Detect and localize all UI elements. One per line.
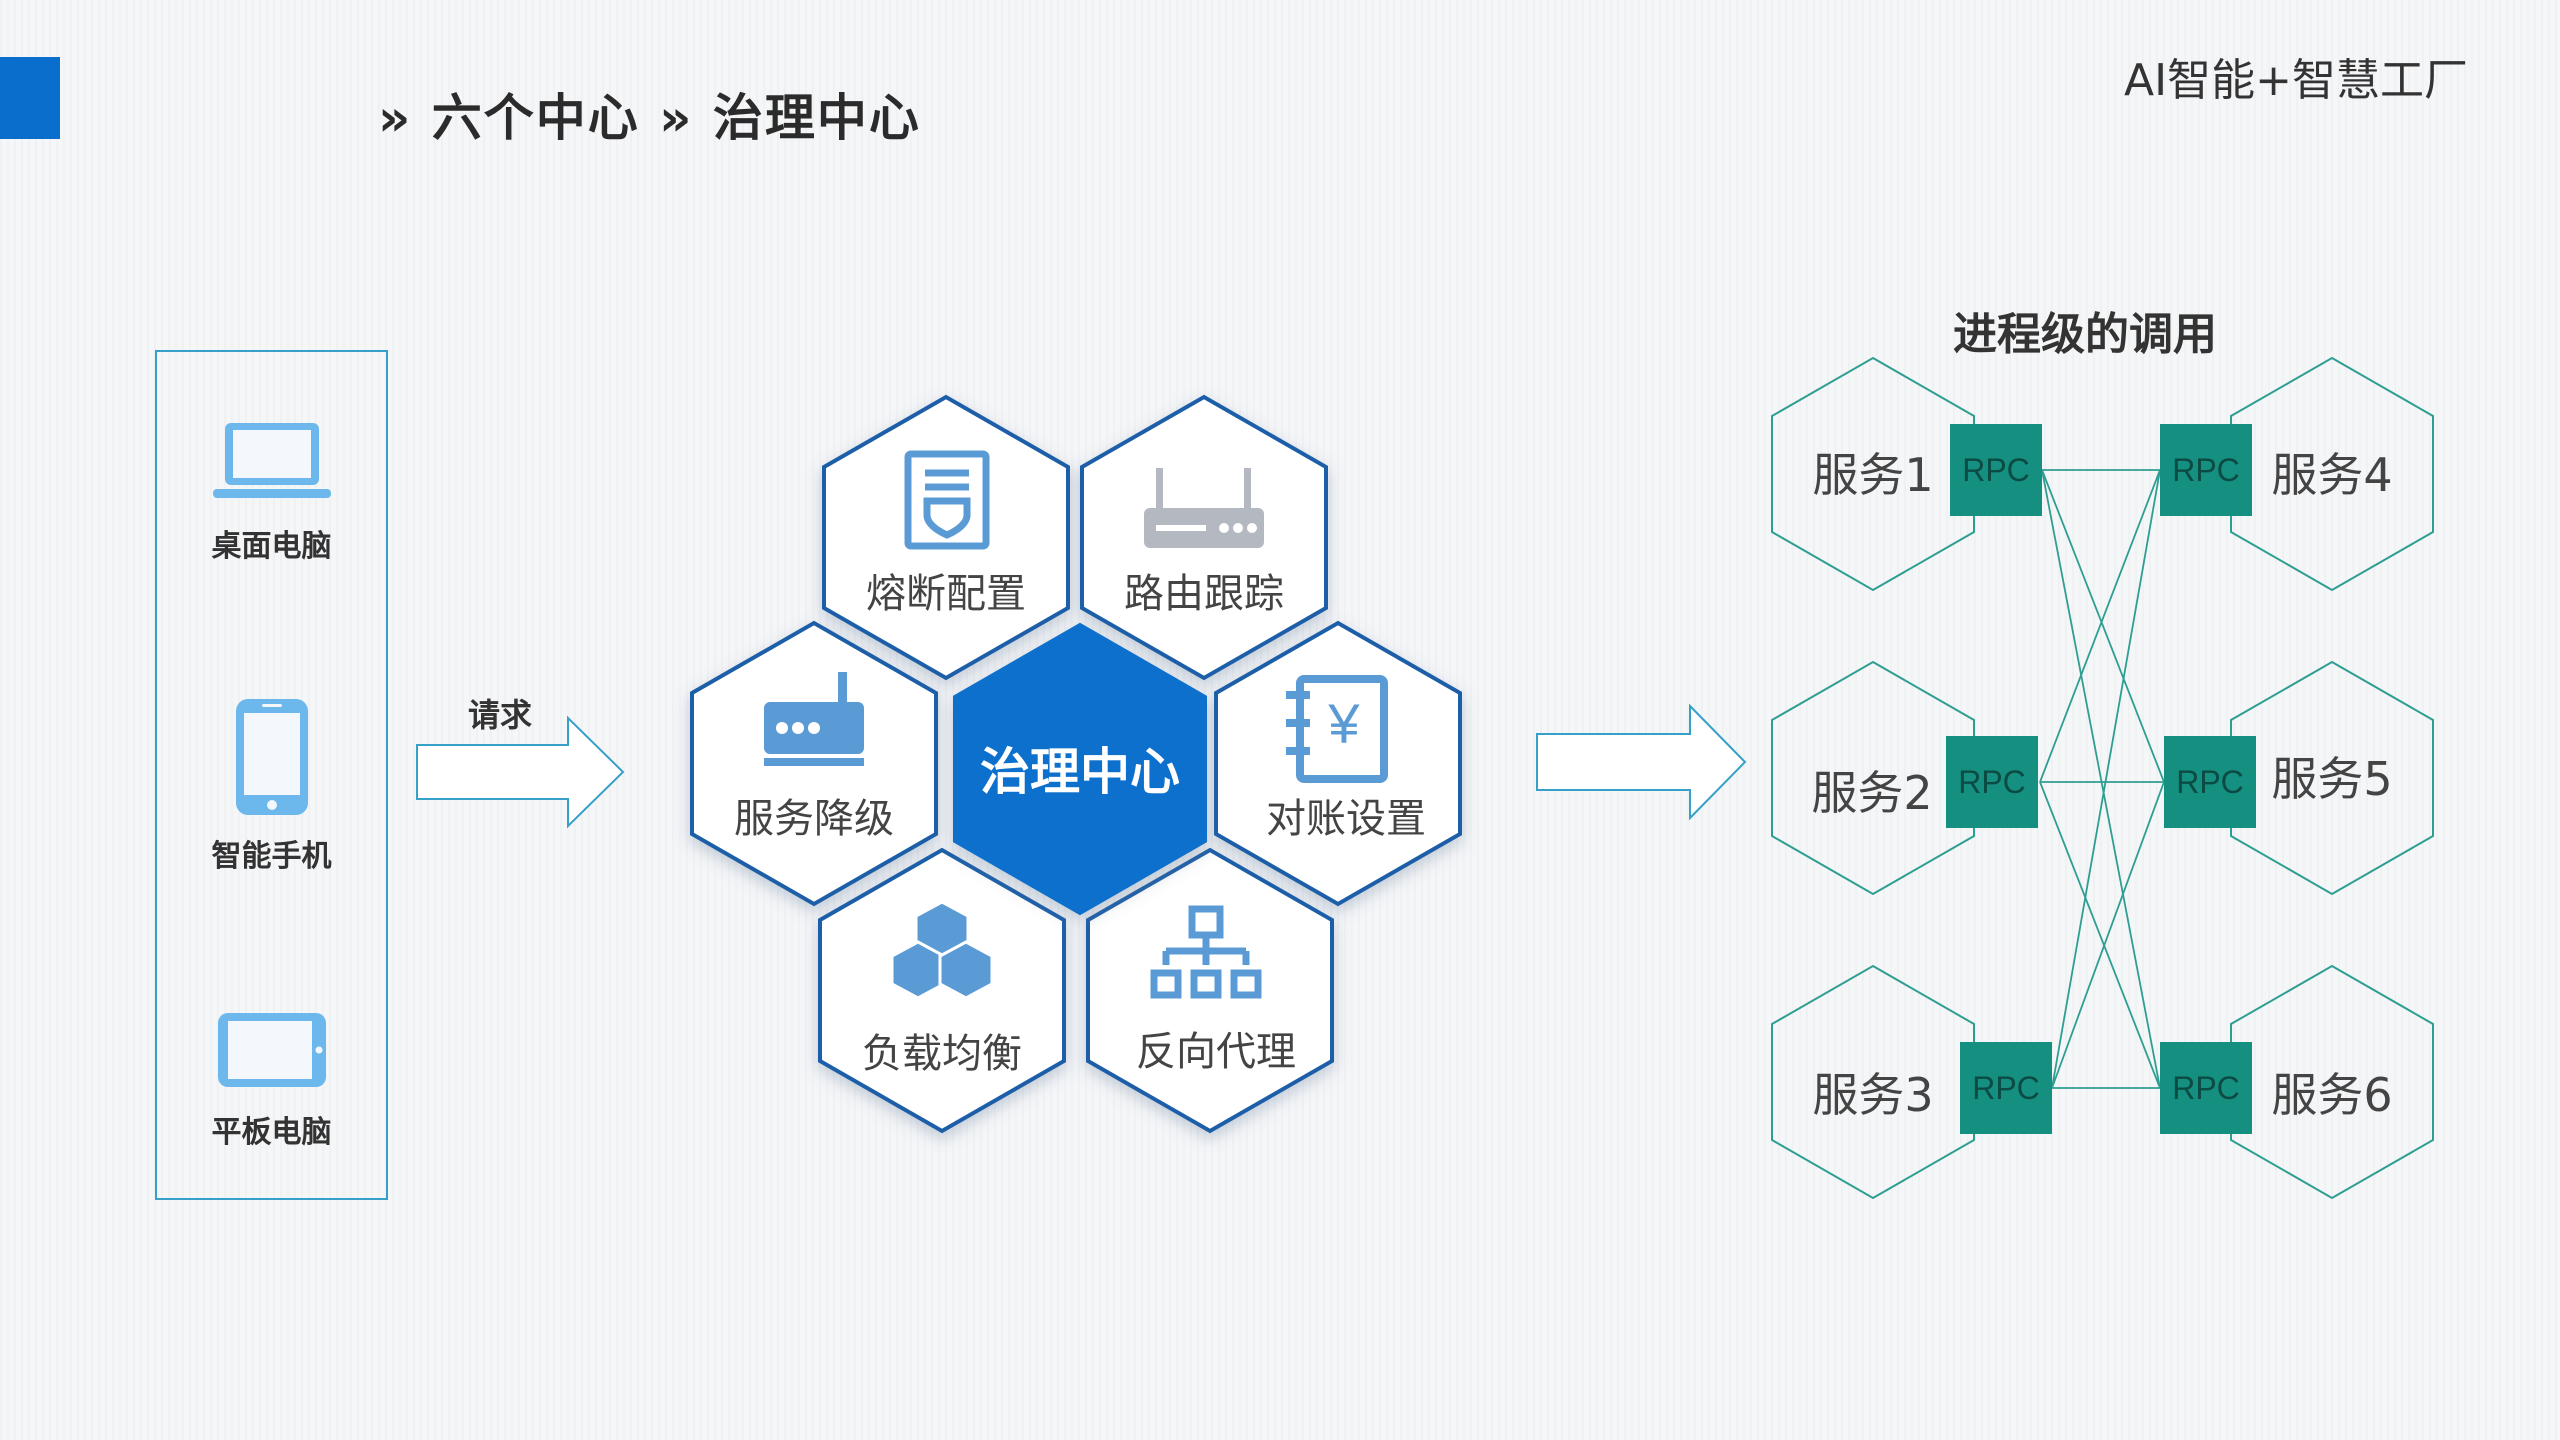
service-label: 服务2 <box>1811 766 1933 820</box>
process-arrow <box>1536 703 1747 821</box>
client-label: 智能手机 <box>211 839 332 874</box>
module-label: 熔断配置 <box>866 571 1026 617</box>
module-label: 负载均衡 <box>862 1031 1022 1077</box>
device-icon <box>764 672 864 766</box>
service-hex-1 <box>1771 356 1975 592</box>
client-desktop: 桌面电脑 <box>157 417 386 565</box>
tablet-icon <box>217 1013 326 1087</box>
rpc-box-5: RPC <box>2164 736 2256 828</box>
rpc-link <box>2039 781 2161 1089</box>
service-hex-2 <box>1771 660 1975 896</box>
service-hex-6 <box>2230 964 2434 1200</box>
client-label: 桌面电脑 <box>211 529 332 564</box>
rpc-link <box>2039 469 2161 783</box>
rpc-link <box>2051 781 2165 1089</box>
rpc-link <box>2051 469 2161 1089</box>
service-label: 服务6 <box>2271 1068 2393 1122</box>
ledger-yen-icon: ¥ <box>1286 675 1388 783</box>
process-title: 进程级的调用 <box>1953 309 2217 360</box>
client-phone: 智能手机 <box>157 697 386 875</box>
service-label: 服务3 <box>1812 1068 1934 1122</box>
request-arrow <box>416 715 625 829</box>
cubes-icon <box>890 900 994 1000</box>
module-label: 对账设置 <box>1266 796 1426 842</box>
client-label: 平板电脑 <box>211 1115 332 1150</box>
service-hex-4 <box>2230 356 2434 592</box>
service-hex-3 <box>1771 964 1975 1200</box>
accent-bar <box>0 57 60 139</box>
router-icon <box>1144 468 1264 548</box>
module-label: 路由跟踪 <box>1124 571 1284 617</box>
hex-reconcile[interactable] <box>1214 620 1462 907</box>
rpc-connections <box>2039 469 2165 1089</box>
service-hex-5 <box>2230 660 2434 896</box>
center-label: 治理中心 <box>980 743 1180 801</box>
brand-label: AI智能+智慧工厂 <box>2124 55 2468 106</box>
hierarchy-icon <box>1150 905 1262 999</box>
laptop-icon <box>212 423 331 498</box>
service-label: 服务4 <box>2271 448 2393 502</box>
hex-load-balance[interactable] <box>818 847 1066 1134</box>
module-label: 服务降级 <box>734 796 894 842</box>
rpc-box-2: RPC <box>1946 736 2038 828</box>
rpc-box-4: RPC <box>2160 424 2252 516</box>
svg-text:¥: ¥ <box>1327 692 1360 755</box>
client-panel: 桌面电脑 智能手机 平板电脑 <box>155 350 388 1200</box>
hex-center[interactable] <box>953 622 1207 916</box>
module-label: 反向代理 <box>1136 1029 1296 1075</box>
rpc-box-3: RPC <box>1960 1042 2052 1134</box>
request-label: 请求 <box>468 696 533 734</box>
service-label: 服务5 <box>2271 752 2393 806</box>
page-title: » 六个中心 » 治理中心 <box>378 89 921 147</box>
rpc-link <box>2041 469 2165 783</box>
rpc-box-6: RPC <box>2160 1042 2252 1134</box>
smartphone-icon <box>235 699 308 815</box>
rpc-link <box>2041 469 2161 1089</box>
rpc-box-1: RPC <box>1950 424 2042 516</box>
client-tablet: 平板电脑 <box>157 1007 386 1151</box>
shield-document-icon <box>904 450 990 550</box>
service-label: 服务1 <box>1812 448 1934 502</box>
hex-reverse-proxy[interactable] <box>1086 847 1334 1134</box>
